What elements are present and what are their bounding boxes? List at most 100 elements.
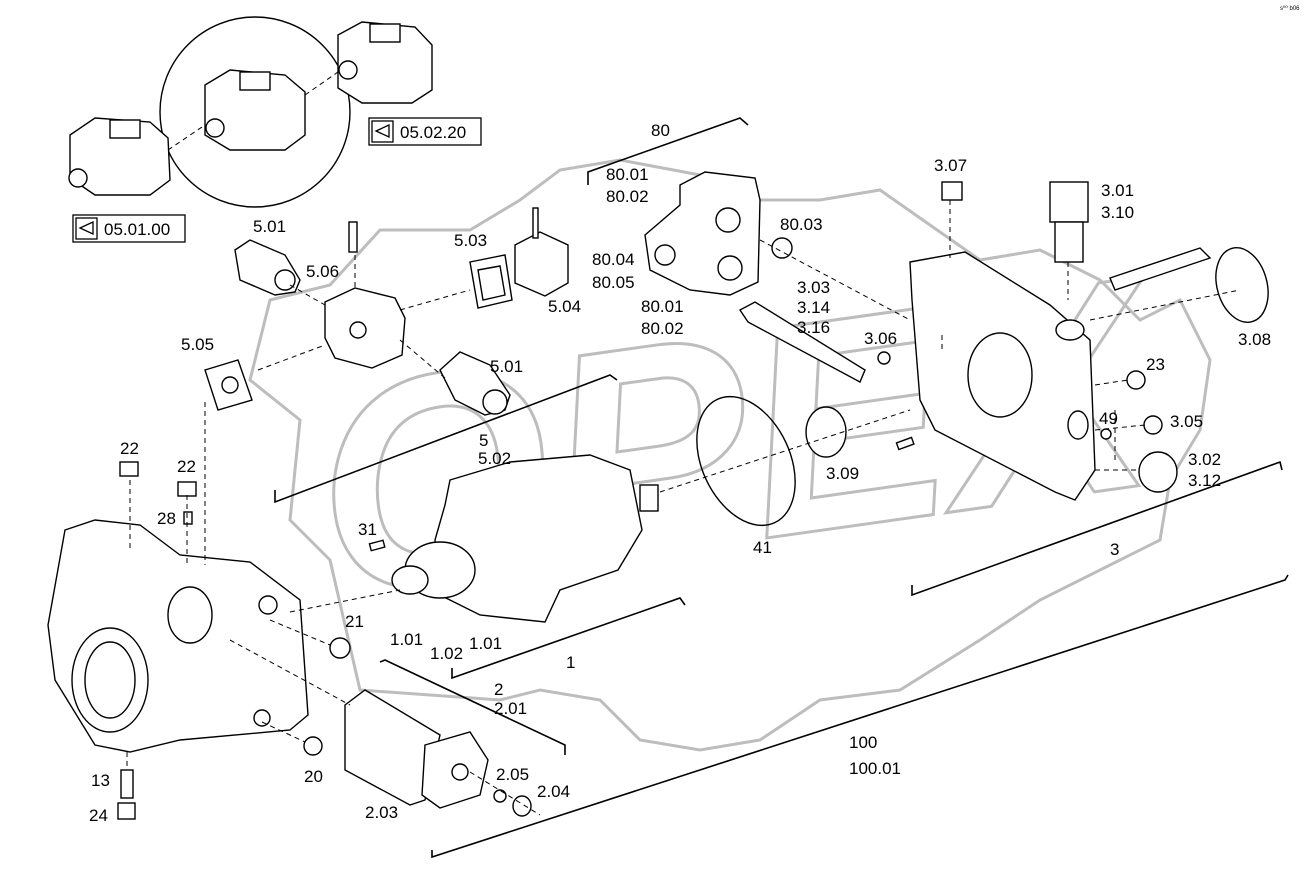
pin-13 <box>120 769 134 799</box>
assembly-lines <box>126 200 1241 816</box>
pump-housing <box>47 519 309 753</box>
ref-box-05-01-00[interactable]: 05.01.00 <box>72 214 186 243</box>
svg-text:05.02.20: 05.02.20 <box>400 123 466 142</box>
group-brackets <box>274 117 1289 859</box>
label-3-05: 3.05 <box>1170 412 1203 431</box>
plug-3-07 <box>941 181 963 201</box>
arrow-left-icon <box>78 220 94 236</box>
bolt-5-06 <box>348 221 358 253</box>
plug-23 <box>1126 370 1146 390</box>
label-80-02: 80.02 <box>641 319 684 338</box>
plug-22 <box>177 481 197 497</box>
seal-41 <box>696 395 796 527</box>
label-1-01: 1.01 <box>469 634 502 653</box>
ref-box-05-02-20[interactable]: 05.02.20 <box>368 117 482 146</box>
label-5: 5 <box>479 431 488 450</box>
nut-2-04 <box>512 795 532 817</box>
o-ring-2-05 <box>493 789 507 803</box>
label-5-04: 5.04 <box>548 297 581 316</box>
o-ring-80-03 <box>771 237 793 259</box>
label-28: 28 <box>157 509 176 528</box>
pump-variant-right <box>337 21 433 104</box>
label-3-09: 3.09 <box>826 464 859 483</box>
o-ring-3-06 <box>877 351 891 365</box>
label-3-08: 3.08 <box>1238 330 1271 349</box>
solenoid-valve-block <box>324 287 406 369</box>
label-2-04: 2.04 <box>537 782 570 801</box>
seal-3-08 <box>1215 247 1269 323</box>
label-5-03: 5.03 <box>454 231 487 250</box>
port-plate <box>909 251 1096 501</box>
label-2-01: 2.01 <box>494 699 527 718</box>
label-3-02: 3.02 <box>1188 450 1221 469</box>
valve-block-80 <box>644 171 761 296</box>
gasket-5-03 <box>469 254 513 309</box>
label-3-07: 3.07 <box>934 156 967 175</box>
watermark-gear-icon <box>248 158 1212 752</box>
label-49: 49 <box>1099 409 1118 428</box>
label-31: 31 <box>358 520 377 539</box>
label-3-06: 3.06 <box>864 329 897 348</box>
label-2: 2 <box>494 680 503 699</box>
drive-shaft <box>738 301 866 383</box>
label-24: 24 <box>89 806 108 825</box>
label-2-03: 2.03 <box>365 803 398 822</box>
label-80-04: 80.04 <box>592 250 635 269</box>
label-3-16: 3.16 <box>797 318 830 337</box>
leader-line <box>304 71 339 96</box>
plug-21 <box>329 637 351 659</box>
arrow-left-icon <box>374 123 390 139</box>
solenoid-coil-upper <box>234 239 301 296</box>
label-22: 22 <box>177 457 196 476</box>
label-100: 100 <box>849 733 877 752</box>
label-3-14: 3.14 <box>797 298 830 317</box>
svg-text:05.01.00: 05.01.00 <box>104 220 170 239</box>
label-23: 23 <box>1146 355 1165 374</box>
label-80: 80 <box>651 121 670 140</box>
label-80-05: 80.05 <box>592 273 635 292</box>
solenoid-coil-lower <box>439 351 511 416</box>
pump-variant-center <box>204 69 306 151</box>
screw-49 <box>1100 428 1112 440</box>
corner-code: s⁰⁰ b06 <box>1280 5 1300 12</box>
label-80-02: 80.02 <box>606 187 649 206</box>
fitting-3-01 <box>1049 181 1089 263</box>
label-5-02: 5.02 <box>478 449 511 468</box>
label-21: 21 <box>345 612 364 631</box>
pump-variant-left <box>68 117 171 196</box>
plug-3-02 <box>1138 451 1178 493</box>
plug-20 <box>303 736 323 756</box>
label-1: 1 <box>566 653 575 672</box>
label-1-01: 1.01 <box>390 630 423 649</box>
label-3-12: 3.12 <box>1188 471 1221 490</box>
rotary-group <box>391 454 659 623</box>
plug-3-05 <box>1143 415 1163 435</box>
gasket-5-05 <box>204 359 253 411</box>
label-22: 22 <box>120 439 139 458</box>
bolt <box>1109 247 1212 291</box>
plug-24 <box>117 802 136 820</box>
label-3-03: 3.03 <box>797 278 830 297</box>
callout-labels: 80 80.01 80.02 80.03 80.04 80.05 80.01 8… <box>89 121 1271 825</box>
plate-5-04 <box>514 231 569 297</box>
pin-31 <box>368 539 386 552</box>
label-5-06: 5.06 <box>306 262 339 281</box>
control-cylinder <box>344 689 489 809</box>
bearing-3-09 <box>805 406 847 458</box>
screw <box>532 207 539 239</box>
label-3-10: 3.10 <box>1101 203 1134 222</box>
label-5-01: 5.01 <box>490 357 523 376</box>
label-3: 3 <box>1110 540 1119 559</box>
label-5-05: 5.05 <box>181 335 214 354</box>
label-1-02: 1.02 <box>430 644 463 663</box>
label-20: 20 <box>304 767 323 786</box>
label-100-01: 100.01 <box>849 759 901 778</box>
pin <box>895 436 915 451</box>
label-5-01: 5.01 <box>253 217 286 236</box>
label-41: 41 <box>753 538 772 557</box>
label-80-01: 80.01 <box>641 297 684 316</box>
label-80-03: 80.03 <box>780 215 823 234</box>
label-3-01: 3.01 <box>1101 181 1134 200</box>
detail-circle <box>159 16 351 208</box>
